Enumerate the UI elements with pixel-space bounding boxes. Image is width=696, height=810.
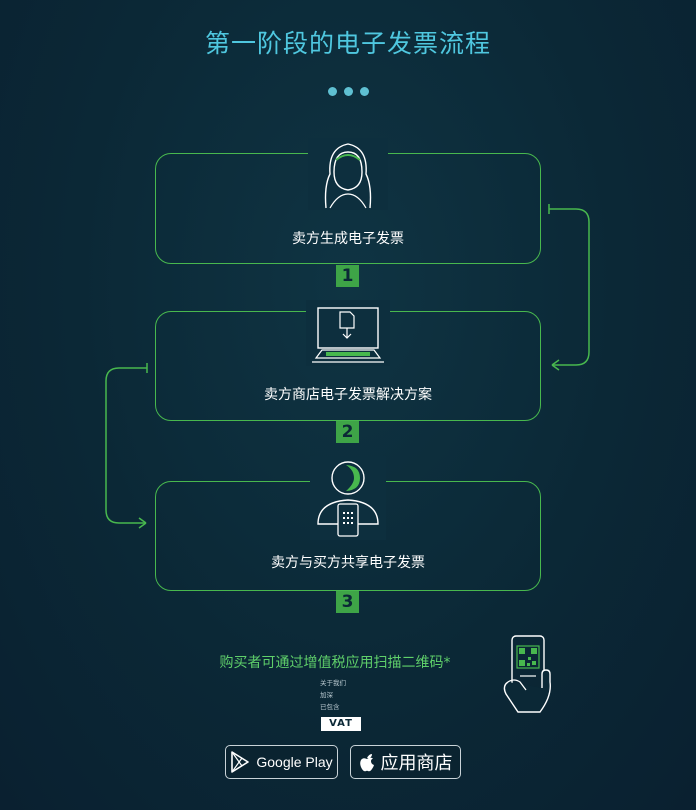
dot[interactable]: [328, 87, 337, 96]
person-icon: [308, 138, 388, 210]
page-title: 第一阶段的电子发票流程: [204, 29, 491, 58]
pagination-dots: [328, 87, 369, 96]
app-store-button[interactable]: 应用商店: [350, 745, 461, 779]
vat-logo: VAT: [321, 717, 361, 731]
scan-qr-text: 购买者可通过增值税应用扫描二维码*: [219, 655, 451, 671]
step-number-badge: 2: [336, 421, 359, 443]
connector-left: [105, 367, 147, 524]
small-text: 关于我们: [320, 679, 346, 687]
small-text: 加深: [320, 691, 333, 699]
google-play-button[interactable]: Google Play: [225, 745, 338, 779]
apple-icon: [359, 753, 375, 772]
small-text: 已包含: [320, 703, 340, 711]
phone-qr-icon: [500, 632, 560, 718]
app-store-label: 应用商店: [380, 753, 453, 773]
step-label: 卖方生成电子发票: [292, 231, 404, 247]
dot[interactable]: [360, 87, 369, 96]
step-number-badge: 3: [336, 591, 359, 613]
google-play-label: Google Play: [256, 754, 333, 770]
connector-right: [549, 208, 590, 366]
step-label: 卖方与买方共享电子发票: [271, 555, 425, 571]
step-label: 卖方商店电子发票解决方案: [264, 387, 432, 403]
computer-icon: [306, 300, 390, 366]
dot[interactable]: [344, 87, 353, 96]
google-play-icon: [230, 751, 250, 773]
step-number-badge: 1: [336, 265, 359, 287]
mobile-user-icon: [310, 456, 386, 540]
